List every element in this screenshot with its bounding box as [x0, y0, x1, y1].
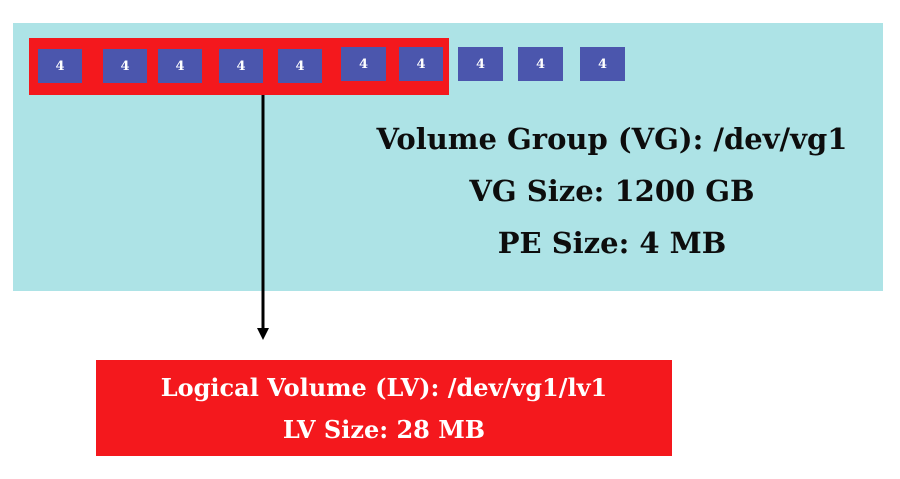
vg-name-text: Volume Group (VG): /dev/vg1 [376, 122, 848, 156]
pe-block: 4 [341, 47, 386, 81]
logical-volume-box: Logical Volume (LV): /dev/vg1/lv1 LV Siz… [96, 360, 672, 456]
pe-block: 4 [399, 47, 443, 81]
pe-block: 4 [103, 49, 147, 83]
lv-size-text: LV Size: 28 MB [282, 415, 486, 444]
pe-block: 4 [219, 49, 263, 83]
pe-block: 4 [278, 49, 322, 83]
lv-name-text: Logical Volume (LV): /dev/vg1/lv1 [160, 373, 608, 402]
pe-size-text: PE Size: 4 MB [497, 226, 727, 260]
pe-block: 4 [518, 47, 563, 81]
pe-block: 4 [158, 49, 202, 83]
arrow-head [257, 328, 269, 340]
pe-block: 4 [458, 47, 503, 81]
vg-size-text: VG Size: 1200 GB [469, 174, 755, 208]
pe-block: 4 [580, 47, 625, 81]
pe-block: 4 [38, 49, 82, 83]
